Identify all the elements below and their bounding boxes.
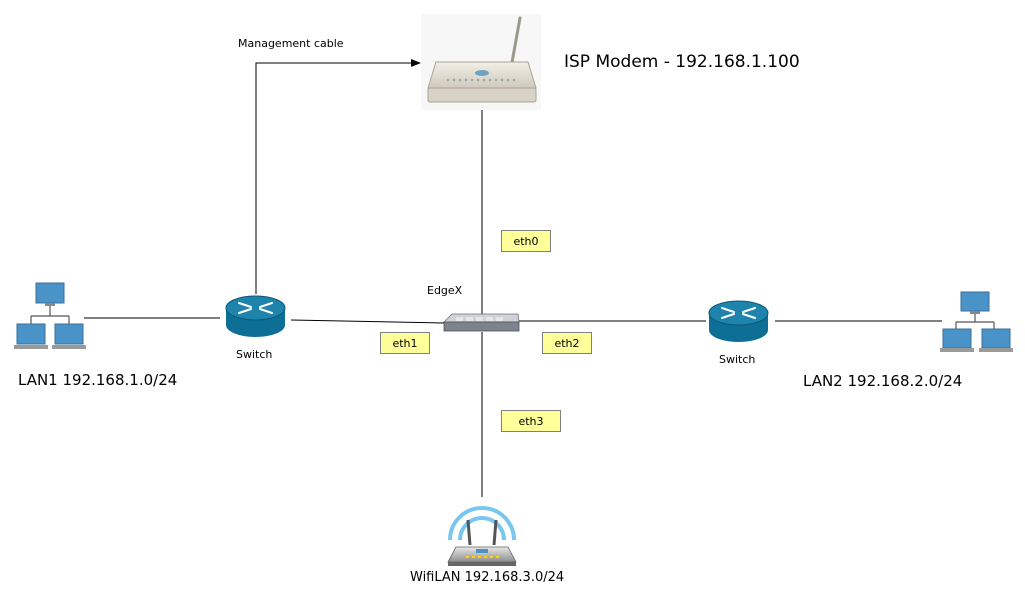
lan1-label: LAN1 192.168.1.0/24 xyxy=(18,371,178,389)
port-eth3-label: eth3 xyxy=(501,410,561,432)
switch-left-label: Switch xyxy=(236,348,273,361)
connections xyxy=(84,59,942,497)
edgex-switch-left-link xyxy=(290,319,445,324)
switch-left-icon xyxy=(225,295,286,337)
management-cable-label: Management cable xyxy=(238,37,344,50)
wifi-label: WifiLAN 192.168.3.0/24 xyxy=(410,570,565,585)
port-eth0-label: eth0 xyxy=(501,230,551,252)
lan2-label: LAN2 192.168.2.0/24 xyxy=(803,372,963,390)
wifi-router-icon xyxy=(447,506,517,566)
management-cable-line xyxy=(255,59,421,294)
switch-right-icon xyxy=(708,300,769,342)
lan2-computers-icon xyxy=(940,291,1013,352)
port-eth2-label: eth2 xyxy=(542,332,592,354)
edgex-label: EdgeX xyxy=(427,284,463,297)
lan1-computers-icon xyxy=(14,282,86,349)
port-eth1-label: eth1 xyxy=(380,332,430,354)
modem-icon xyxy=(421,14,541,110)
edgex-router-icon xyxy=(443,313,520,332)
switch-right-label: Switch xyxy=(719,353,756,366)
modem-label: ISP Modem - 192.168.1.100 xyxy=(564,52,800,72)
